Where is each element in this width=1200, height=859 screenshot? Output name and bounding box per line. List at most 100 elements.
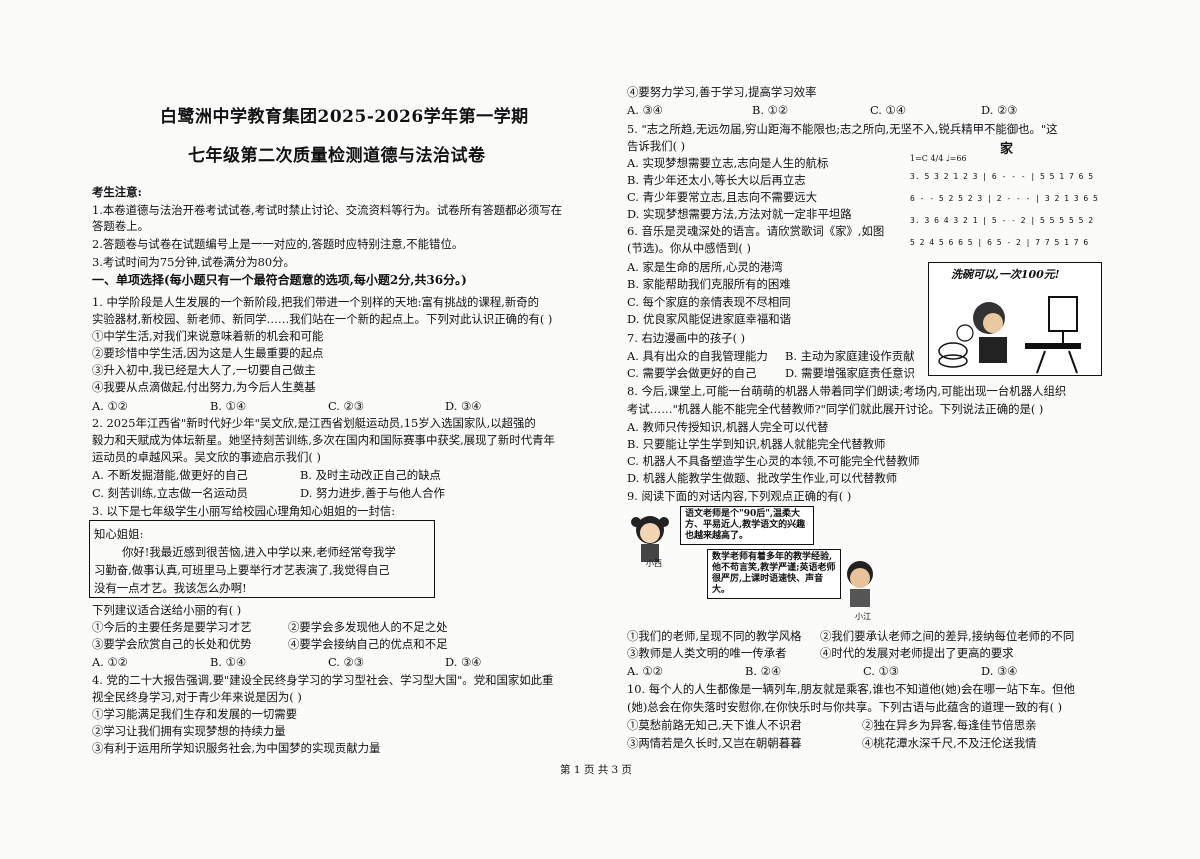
q10-stem: (她)总会在你失落时安慰你,在你快乐时与你共享。下列古语与此蕴含的道理一致的有(… bbox=[627, 700, 1063, 714]
q10-item: ③两情若是久长时,又岂在朝朝暮暮 bbox=[627, 736, 802, 750]
q3-item: ③要学会欣赏自己的长处和优势 bbox=[92, 637, 252, 651]
q1-stem: 实验器材,新校园、新老师、新同学……我们站在一个新的起点上。下列对此认识正确的有… bbox=[92, 312, 553, 326]
q3-option-d: D. ③④ bbox=[445, 655, 482, 669]
q9-option-d: D. ③④ bbox=[981, 664, 1018, 678]
q2-stem: 2. 2025年江西省"新时代好少年"吴文欣,是江西省划艇运动员,15岁入选国家… bbox=[92, 416, 536, 430]
exam-title-line1: 白鹭洲中学教育集团2025-2026学年第一学期 bbox=[160, 107, 529, 127]
song-title: 家 bbox=[1000, 142, 1014, 157]
q1-item: ①中学生活,对我们来说意味着新的机会和可能 bbox=[92, 329, 324, 343]
boy-avatar-icon bbox=[847, 561, 873, 607]
q9-item: ③教师是人类文明的唯一传承者 bbox=[627, 646, 787, 660]
letter-salutation: 知心姐姐: bbox=[94, 527, 144, 541]
q7-stem: 7. 右边漫画中的孩子( ) bbox=[627, 331, 746, 345]
q6-option-b: B. 家能帮助我们克服所有的困难 bbox=[627, 277, 791, 291]
q2-stem: 毅力和天赋成为体坛新星。她坚持刻苦训练,多次在国内和国际赛事中获奖,展现了新时代… bbox=[92, 433, 555, 447]
q8-stem: 8. 今后,课堂上,可能一台萌萌的机器人带着同学们朗读;考场内,可能出现一台机器… bbox=[627, 384, 1067, 398]
q2-option-c: C. 刻苦训练,立志做一名运动员 bbox=[92, 486, 248, 500]
q7-option-d: D. 需要增强家庭责任意识 bbox=[785, 366, 915, 380]
q2-option-d: D. 努力进步,善于与他人合作 bbox=[300, 486, 445, 500]
speaker-name-xiaojiang: 小江 bbox=[855, 612, 871, 621]
score-row: 6 - - 5 2 5 2 3 | 2 - - - | 3 2 1 3 6 5 bbox=[910, 194, 1098, 203]
q4-item: ①学习能满足我们生存和发展的一切需要 bbox=[92, 707, 298, 721]
notice-heading: 考生注意: bbox=[92, 185, 142, 199]
notice-item: 答题卷上。 bbox=[92, 219, 149, 233]
q4-stem: 4. 党的二十大报告强调,要"建设全民终身学习的学习型社会、学习型大国"。党和国… bbox=[92, 673, 554, 687]
q3-option-a: A. ①② bbox=[92, 655, 128, 669]
q1-item: ③升入初中,我已经是大人了,一切要自己做主 bbox=[92, 363, 316, 377]
q4-option-b: B. ①② bbox=[752, 103, 789, 117]
q3-ask: 下列建议适合送给小丽的有( ) bbox=[92, 603, 242, 617]
q1-option-a: A. ①② bbox=[92, 399, 128, 413]
q1-item: ②要珍惜中学生活,因为这是人生最重要的起点 bbox=[92, 346, 324, 360]
q5-option-c: C. 青少年要常立志,且志向不需要远大 bbox=[627, 190, 818, 204]
q6-stem: 6. 音乐是灵魂深处的语言。请欣赏歌词《家》,如图 bbox=[627, 224, 885, 238]
q6-stem: (节选)。你从中感悟到( ) bbox=[627, 241, 751, 255]
section-heading: 一、单项选择(每小题只有一个最符合题意的选项,每小题2分,共36分。) bbox=[92, 273, 467, 287]
q10-stem: 10. 每个人的人生都像是一辆列车,朋友就是乘客,谁也不知道他(她)会在哪一站下… bbox=[627, 682, 1075, 696]
q6-option-d: D. 优良家风能促进家庭幸福和谐 bbox=[627, 312, 792, 326]
q10-item: ①莫愁前路无知己,天下谁人不识君 bbox=[627, 718, 802, 732]
q1-option-d: D. ③④ bbox=[445, 399, 482, 413]
letter-line: 你好!我最近感到很苦恼,进入中学以来,老师经常夸我学 bbox=[122, 545, 396, 559]
song-key: 1=C 4/4 ♩=66 bbox=[910, 154, 967, 163]
comic-figure: 洗碗可以,一次100元! bbox=[928, 262, 1102, 376]
q5-stem: 告诉我们( ) bbox=[627, 139, 686, 153]
q6-option-a: A. 家是生命的居所,心灵的港湾 bbox=[627, 260, 783, 274]
q9-option-a: A. ①② bbox=[627, 664, 663, 678]
q7-option-a: A. 具有出众的自我管理能力 bbox=[627, 349, 768, 363]
q7-option-c: C. 需要学会做更好的自己 bbox=[627, 366, 757, 380]
q1-stem: 1. 中学阶段是人生发展的一个新阶段,把我们带进一个别样的天地:富有挑战的课程,… bbox=[92, 295, 540, 309]
q9-item: ②我们要承认老师之间的差异,接纳每位老师的不同 bbox=[820, 629, 1075, 643]
q3-stem: 3. 以下是七年级学生小丽写给校园心理角知心姐姐的一封信: bbox=[92, 504, 396, 518]
q1-option-b: B. ①④ bbox=[210, 399, 247, 413]
q5-option-a: A. 实现梦想需要立志,志向是人生的航标 bbox=[627, 156, 829, 170]
q9-item: ①我们的老师,呈现不同的教学风格 bbox=[627, 629, 802, 643]
q5-option-d: D. 实现梦想需要方法,方法对就一定非平坦路 bbox=[627, 207, 852, 221]
q4-option-d: D. ②③ bbox=[981, 103, 1018, 117]
q4-item: ④要努力学习,善于学习,提高学习效率 bbox=[627, 85, 817, 99]
q5-stem: 5. "志之所趋,无远勿届,穷山距海不能限也;志之所向,无坚不入,锐兵精甲不能御… bbox=[627, 122, 1058, 136]
q2-option-a: A. 不断发掘潜能,做更好的自己 bbox=[92, 468, 248, 482]
q3-option-c: C. ②③ bbox=[328, 655, 364, 669]
q3-item: ②要学会多发现他人的不足之处 bbox=[288, 620, 448, 634]
comic-drawing bbox=[938, 296, 1081, 374]
girl-avatar-icon bbox=[631, 516, 669, 562]
speaker-name-xiaoxi: 小西 bbox=[646, 559, 662, 568]
q5-option-b: B. 青少年还太小,等长大以后再立志 bbox=[627, 173, 806, 187]
page-footer: 第 1 页 共 3 页 bbox=[560, 764, 633, 776]
q9-option-b: B. ②④ bbox=[745, 664, 782, 678]
q4-item: ③有利于运用所学知识服务社会,为中国梦的实现贡献力量 bbox=[92, 741, 381, 755]
q3-item: ④要学会接纳自己的优点和不足 bbox=[288, 637, 448, 651]
q1-option-c: C. ②③ bbox=[328, 399, 364, 413]
q6-option-c: C. 每个家庭的亲情表现不尽相同 bbox=[627, 295, 791, 309]
q2-option-b: B. 及时主动改正自己的缺点 bbox=[300, 468, 441, 482]
q2-stem: 运动员的卓越风采。吴文欣的事迹启示我们( ) bbox=[92, 450, 321, 464]
q3-item: ①今后的主要任务是要学习才艺 bbox=[92, 620, 252, 634]
q7-option-b: B. 主动为家庭建设作贡献 bbox=[785, 349, 915, 363]
q4-stem: 视全民终身学习,对于青少年来说是因为( ) bbox=[92, 690, 302, 704]
notice-item: 3.考试时间为75分钟,试卷满分为80分。 bbox=[92, 255, 295, 269]
q4-option-a: A. ③④ bbox=[627, 103, 663, 117]
score-row: 3. 5 3 2 1 2 3 | 6 - - - | 5 5 1 7 6 5 bbox=[910, 172, 1094, 181]
song-score-figure: 家 1=C 4/4 ♩=66 3. 5 3 2 1 2 3 | 6 - - - … bbox=[908, 140, 1108, 258]
q4-item: ②学习让我们拥有实现梦想的持续力量 bbox=[92, 724, 286, 738]
q8-option-c: C. 机器人不具备塑造学生心灵的本领,不可能完全代替教师 bbox=[627, 454, 920, 468]
letter-box bbox=[89, 520, 435, 598]
q8-option-a: A. 教师只传授知识,机器人完全可以代替 bbox=[627, 420, 829, 434]
letter-line: 没有一点才艺。我该怎么办啊! bbox=[94, 581, 247, 595]
q8-stem: 考试……"机器人能不能完全代替教师?"同学们就此展开讨论。下列说法正确的是( ) bbox=[627, 402, 1044, 416]
letter-line: 习勤奋,做事认真,可班里马上要举行才艺表演了,我觉得自己 bbox=[94, 563, 390, 577]
score-row: 5 2 4 5 6 6 5 | 6 5 - 2 | 7 7 5 1 7 6 bbox=[910, 238, 1089, 247]
q3-option-b: B. ①④ bbox=[210, 655, 247, 669]
q9-item: ④时代的发展对老师提出了更高的要求 bbox=[820, 646, 1014, 660]
speech-bubble-xiaojiang: 数学老师有着多年的教学经验,他不苟言笑,教学严谨;英语老师很严厉,上课时语速快、… bbox=[707, 549, 841, 599]
score-row: 3. 3 6 4 3 2 1 | 5 - - 2 | 5 5 5 5 5 2 bbox=[910, 216, 1094, 225]
q9-option-c: C. ①③ bbox=[863, 664, 899, 678]
q10-item: ④桃花潭水深千尺,不及汪伦送我情 bbox=[862, 736, 1037, 750]
notice-item: 1.本卷道德与法治开卷考试试卷,考试时禁止讨论、交流资料等行为。试卷所有答题都必… bbox=[92, 203, 563, 217]
q10-item: ②独在异乡为异客,每逢佳节倍思亲 bbox=[862, 718, 1037, 732]
q9-stem: 9. 阅读下面的对话内容,下列观点正确的有( ) bbox=[627, 489, 852, 503]
comic-caption: 洗碗可以,一次100元! bbox=[951, 268, 1060, 281]
q4-option-c: C. ①④ bbox=[870, 103, 906, 117]
notice-item: 2.答题卷与试卷在试题编号上是一一对应的,答题时应特别注意,不能错位。 bbox=[92, 237, 464, 251]
